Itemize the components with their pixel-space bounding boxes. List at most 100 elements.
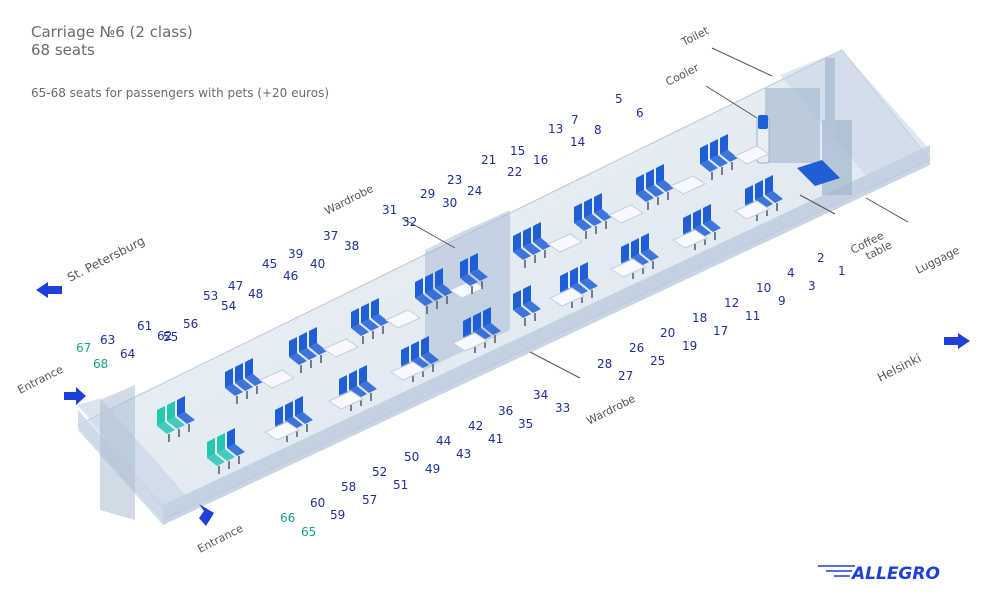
seat [227, 428, 245, 464]
seat-table [548, 287, 586, 307]
seat [351, 308, 369, 344]
toilet-label: Toilet [679, 24, 712, 49]
seat-number: 16 [533, 153, 548, 167]
entrance-label-bottom: Entrance [195, 522, 245, 556]
seat-number: 28 [597, 357, 612, 371]
seat-number: 11 [745, 309, 760, 323]
seat-number: 14 [570, 135, 585, 149]
seat [157, 406, 175, 442]
luggage-label: Luggage [913, 243, 961, 276]
seat-number: 42 [468, 419, 483, 433]
seat [460, 258, 478, 294]
seat-number: 57 [362, 493, 377, 507]
seat [523, 227, 541, 263]
seat-numbers-bottom: 1 3 9 11 17 19 25 27 33 35 41 43 49 51 5… [280, 251, 846, 539]
seat [594, 193, 612, 229]
seat-table [609, 258, 647, 278]
seat [584, 198, 602, 234]
seat-number: 2 [817, 251, 825, 265]
seat-number: 65 [301, 525, 316, 539]
seat-number: 4 [787, 266, 795, 280]
seat-number: 29 [420, 187, 435, 201]
seat-table [327, 390, 365, 410]
seat [523, 285, 541, 321]
seat [693, 209, 711, 245]
seat-number: 62 [157, 329, 172, 343]
seat-number: 50 [404, 450, 419, 464]
seat [574, 203, 592, 239]
seat [710, 139, 728, 175]
seat-number: 52 [372, 465, 387, 479]
seat-table [733, 145, 771, 165]
seat-numbers-top: 67 63 61 53 45 37 29 21 13 5 68 64 55 47… [76, 92, 644, 371]
seat-number: 8 [594, 123, 602, 137]
direction-east: Helsinki [875, 333, 970, 385]
seat [167, 401, 185, 437]
seat [309, 327, 327, 363]
wardrobe-label-top: Wardrobe [322, 182, 375, 218]
seat-count: 68 seats [31, 41, 95, 59]
seat-number: 53 [203, 289, 218, 303]
arrow-left-icon [36, 282, 62, 298]
seat-table [448, 279, 486, 299]
seat-number: 12 [724, 296, 739, 310]
seat [359, 365, 377, 401]
seat-number: 47 [228, 279, 243, 293]
seat-number: 9 [778, 294, 786, 308]
seat [245, 358, 263, 394]
seat-number: 41 [488, 432, 503, 446]
seat-number: 40 [310, 257, 325, 271]
seat-number: 39 [288, 247, 303, 261]
seat-number: 24 [467, 184, 482, 198]
seat-number: 58 [341, 480, 356, 494]
seat [470, 253, 488, 289]
seat-number: 36 [498, 404, 513, 418]
seat-number: 64 [120, 347, 135, 361]
seat-table [669, 175, 707, 195]
seat-table [389, 361, 427, 381]
seat [299, 332, 317, 368]
seat-table [733, 200, 771, 220]
entrance-label-left: Entrance [15, 363, 65, 397]
seat [289, 337, 307, 373]
seat [425, 273, 443, 309]
seat-number: 61 [137, 319, 152, 333]
seat [641, 233, 659, 269]
seat [217, 433, 235, 469]
seat [225, 368, 243, 404]
seat-number: 25 [650, 354, 665, 368]
seat-number: 19 [682, 339, 697, 353]
seat-number: 63 [100, 333, 115, 347]
coffee-table-shape [797, 160, 840, 186]
seat [533, 222, 551, 258]
seat-number: 33 [555, 401, 570, 415]
seat-number: 51 [393, 478, 408, 492]
seat [580, 262, 598, 298]
seat-number: 6 [636, 106, 644, 120]
seat-number: 37 [323, 229, 338, 243]
seat [207, 438, 225, 474]
seat [765, 175, 783, 211]
seat-number: 26 [629, 341, 644, 355]
cooler-label: Cooler [663, 61, 701, 89]
seat [361, 303, 379, 339]
seat [656, 164, 674, 200]
seat-number: 48 [248, 287, 263, 301]
seat-number: 38 [344, 239, 359, 253]
seat [513, 232, 531, 268]
entrance-arrow-icon [199, 504, 214, 526]
seat-number: 49 [425, 462, 440, 476]
seat [435, 268, 453, 304]
seat-table [322, 338, 360, 358]
seat [421, 336, 439, 372]
seat-number: 22 [507, 165, 522, 179]
carriage-title: Carriage №6 (2 class) [31, 23, 193, 41]
seat-table [258, 369, 296, 389]
seat [415, 278, 433, 314]
seat-number: 7 [571, 113, 579, 127]
seat-table [607, 204, 645, 224]
pet-seats-note: 65-68 seats for passengers with pets (+2… [31, 86, 330, 100]
allegro-logo: ALLEGRO [818, 564, 940, 584]
seat-number: 68 [93, 357, 108, 371]
